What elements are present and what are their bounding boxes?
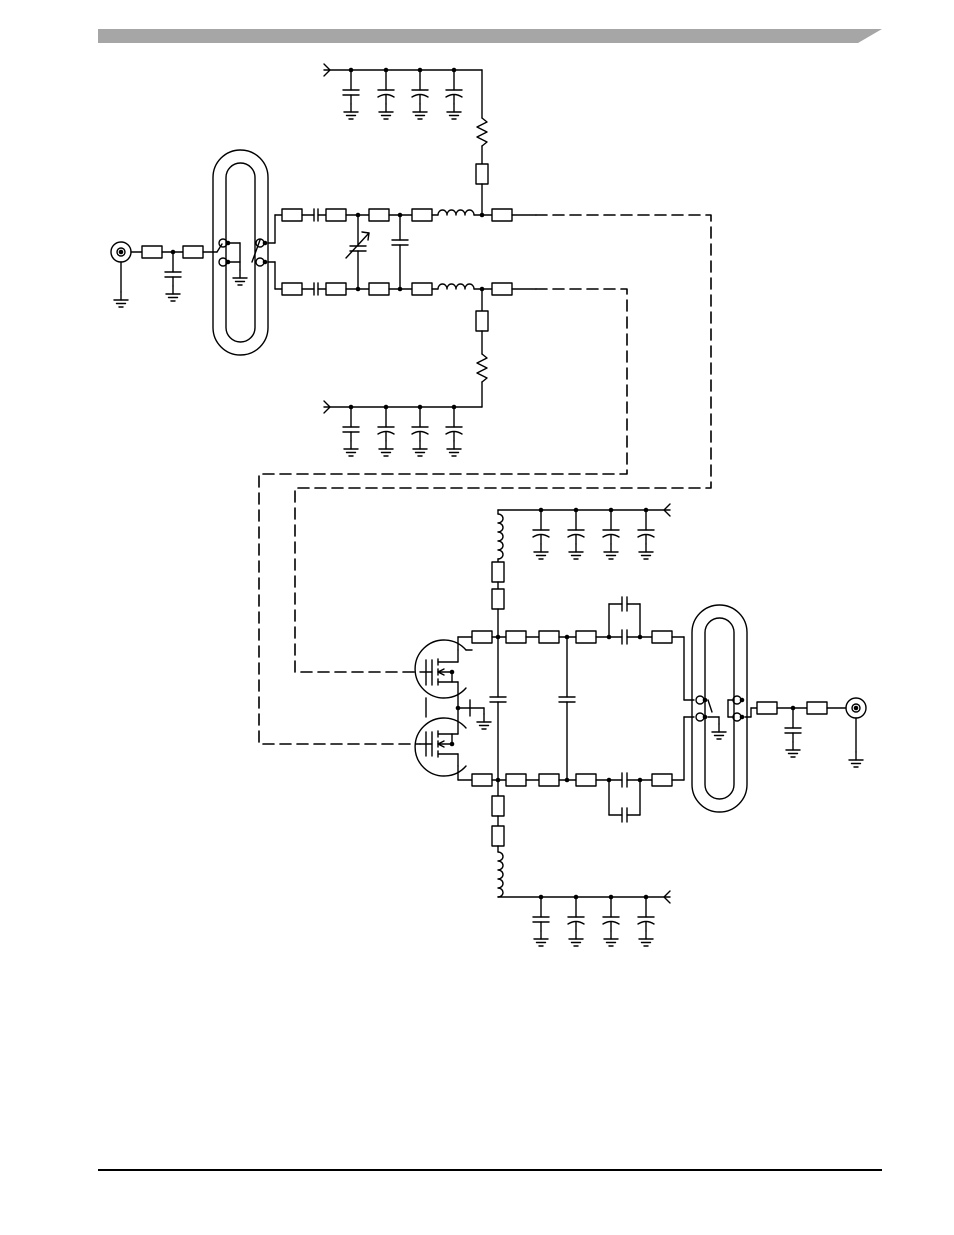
input-section (111, 242, 222, 307)
gate-bias-lower (324, 289, 488, 456)
drain-choke-lower (498, 852, 503, 897)
lower-mosfet (415, 708, 466, 776)
transistor-pair (415, 640, 491, 776)
input-rail-upper (282, 209, 536, 221)
inductor-upper (438, 210, 474, 215)
input-rail-lower (282, 283, 536, 295)
inductor-lower (438, 284, 474, 289)
output-section (757, 698, 866, 767)
drain-feed-upper (492, 504, 670, 637)
gate-bias-upper (324, 64, 488, 215)
upper-mosfet (415, 640, 472, 708)
shunt-capacitor-input (392, 215, 408, 289)
drain-feed-lower (492, 780, 670, 946)
drain-choke-upper (498, 514, 503, 559)
output-rail-upper (458, 597, 694, 700)
input-balun-coaxial-transformer (213, 150, 282, 355)
zigzag-resistor-upper (477, 118, 487, 146)
zigzag-resistor-lower (477, 354, 487, 382)
tuning-capacitor (346, 215, 369, 289)
output-shunt-capacitors (490, 637, 575, 780)
output-balun-coaxial-transformer (692, 605, 757, 812)
footer-rule (98, 1169, 882, 1171)
